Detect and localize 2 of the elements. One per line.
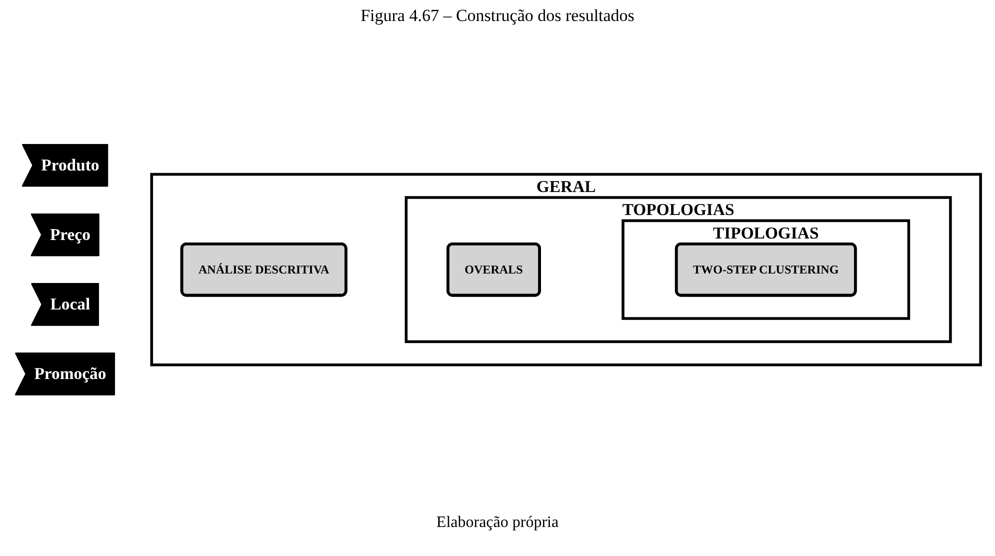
figure-title: Figura 4.67 – Construção dos resultados (360, 6, 636, 26)
figure-caption: Elaboração própria (435, 514, 560, 532)
